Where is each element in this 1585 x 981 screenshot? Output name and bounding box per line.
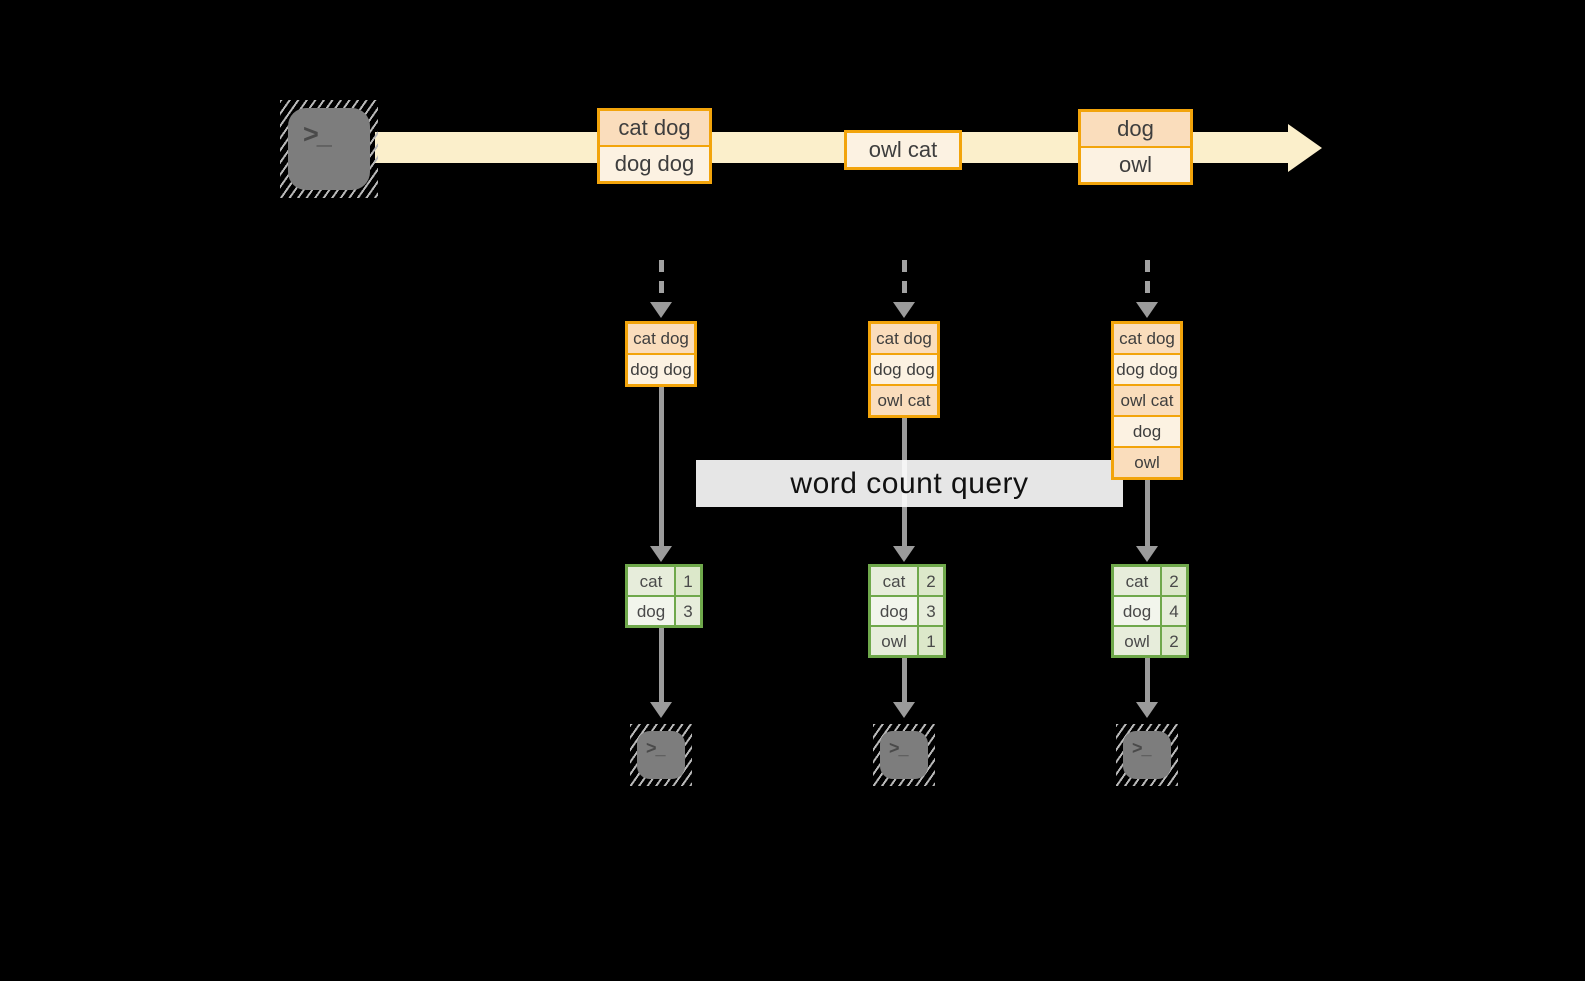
stream-record: dog dog [600,147,709,181]
sink-terminal-icon: >_ [630,724,692,786]
pending-records-arrow-head-icon [893,302,915,318]
buffered-record: cat dog [628,324,694,353]
stream-arrow-head-icon [1288,124,1322,172]
word-cell: cat [871,567,917,595]
stream-record: owl [1081,148,1190,182]
count-cell: 1 [919,627,943,655]
result-output-arrow-line [901,658,907,702]
stream-record: owl cat [847,133,959,167]
buffered-record: cat dog [1114,324,1180,353]
terminal-screen: >_ [1123,731,1171,779]
count-cell: 2 [1162,627,1186,655]
query-label: word count query [790,466,1029,500]
buffered-record: dog dog [1114,355,1180,384]
sink-terminal-icon: >_ [1116,724,1178,786]
result-output-arrow-head-icon [650,702,672,718]
count-cell: 2 [919,567,943,595]
terminal-prompt-glyph: >_ [1132,738,1152,758]
count-cell: 2 [1162,567,1186,595]
pending-records-arrow-line [658,260,664,302]
result-output-arrow-line [658,628,664,702]
pending-records-arrow-head-icon [650,302,672,318]
terminal-prompt-glyph: >_ [646,738,666,758]
word-cell: owl [1114,627,1160,655]
count-cell: 1 [676,567,700,595]
count-cell: 4 [1162,597,1186,625]
count-cell: 3 [676,597,700,625]
sink-terminal-icon: >_ [873,724,935,786]
pending-records-arrow-line [901,260,907,302]
pending-records-arrow-head-icon [1136,302,1158,318]
buffered-record: cat dog [871,324,937,353]
buffered-record: owl cat [871,386,937,415]
terminal-screen: >_ [288,108,370,190]
query-label-box: word count query [696,460,1123,507]
buffered-record: dog [1114,417,1180,446]
word-cell: dog [1114,597,1160,625]
terminal-screen: >_ [637,731,685,779]
word-cell: cat [628,567,674,595]
query-input-arrow-head-icon [650,546,672,562]
query-input-arrow-head-icon [893,546,915,562]
result-output-arrow-head-icon [893,702,915,718]
query-input-arrow-head-icon [1136,546,1158,562]
result-output-arrow-head-icon [1136,702,1158,718]
stream-record: cat dog [600,111,709,145]
buffered-record: owl cat [1114,386,1180,415]
stream-record: dog [1081,112,1190,146]
terminal-prompt-glyph: >_ [303,119,332,149]
terminal-prompt-glyph: >_ [889,738,909,758]
word-cell: owl [871,627,917,655]
query-input-arrow-line [1144,480,1150,546]
word-cell: dog [871,597,917,625]
terminal-screen: >_ [880,731,928,779]
count-cell: 3 [919,597,943,625]
result-output-arrow-line [1144,658,1150,702]
stream-record-batch: owl cat [844,130,962,170]
query-input-arrow-line [658,387,664,546]
word-cell: cat [1114,567,1160,595]
buffered-record: dog dog [628,355,694,384]
buffered-record: owl [1114,448,1180,477]
word-cell: dog [628,597,674,625]
source-terminal-icon: >_ [280,100,378,198]
buffered-record: dog dog [871,355,937,384]
pending-records-arrow-line [1144,260,1150,302]
